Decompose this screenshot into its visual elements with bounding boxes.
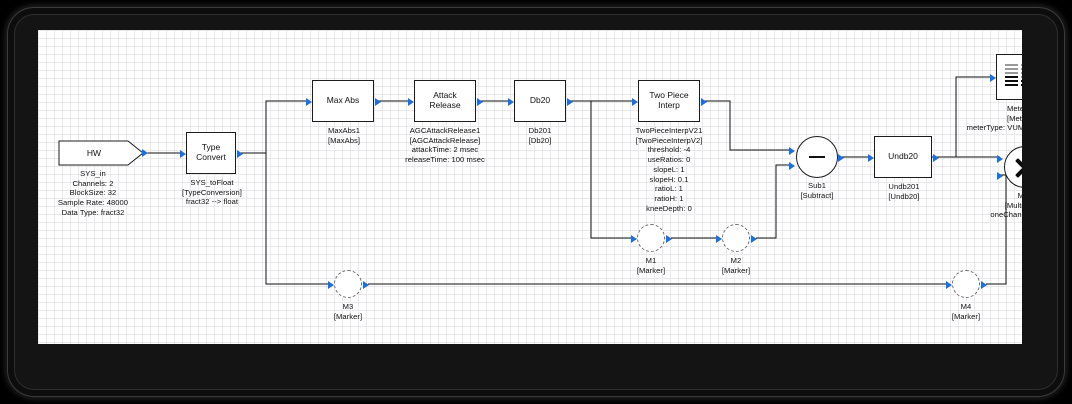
block-marker-m4[interactable] [946,270,987,298]
block-undb20-caption: Undb201 [Undb20] [888,182,920,201]
marker-m3-input-port[interactable] [328,281,334,289]
block-db20-caption: Db201 [Db20] [528,126,552,145]
minus-icon [809,156,825,158]
multiplier-input-port-2[interactable] [997,172,1003,180]
block-meter-caption: Meter1 [Meter] meterType: VUMeterBlock [… [966,104,1022,133]
wire-branch-m1 [590,101,631,239]
multiply-x-icon [1013,155,1022,179]
marker-m2-output-port[interactable] [751,235,757,243]
block-multiplier-caption: Mult1 [MultiplierV2] oneChannelOutput: 0 [990,191,1022,220]
marker-m3-output-port[interactable] [363,281,369,289]
vu-meter-icon [1004,64,1022,90]
wire-m4-mult [986,174,1007,285]
db20-output-port[interactable] [567,98,573,106]
wire-layer [143,76,1007,285]
block-marker-m1-caption: M1 [Marker] [636,256,666,275]
db20-input-port[interactable] [508,98,514,106]
block-hw-in[interactable]: HW [58,140,148,166]
wire-branch-m3 [265,153,328,285]
two-piece-interp-input-port[interactable] [632,98,638,106]
block-undb20-label: Undb20 [888,151,918,162]
multiplier-input-port-1[interactable] [997,155,1003,163]
block-type-convert-in-caption: SYS_toFloat [TypeConversion] fract32 -->… [182,178,242,207]
marker-m4-input-port[interactable] [946,281,952,289]
block-marker-m3[interactable] [328,270,369,298]
diagram-canvas[interactable]: HW SYS_in Channels: 2 BlockSize: 32 Samp… [38,30,1022,344]
block-type-convert-in-label: Type Convert [196,142,226,162]
block-marker-m2-caption: M2 [Marker] [721,256,751,275]
block-two-piece-interp-caption: TwoPieceInterpV21 [TwoPieceInterpV2] thr… [635,126,703,213]
block-attack-release[interactable]: Attack Release [408,80,483,122]
block-max-abs-caption: MaxAbs1 [MaxAbs] [327,126,361,145]
block-marker-m4-caption: M4 [Marker] [951,302,981,321]
attack-release-output-port[interactable] [477,98,483,106]
undb20-input-port[interactable] [868,154,874,162]
type-convert-in-input-port[interactable] [180,150,186,158]
marker-m1-input-port[interactable] [631,235,637,243]
block-attack-release-label: Attack Release [429,90,461,110]
subtract-output-port[interactable] [838,154,844,162]
marker-m2-input-port[interactable] [716,235,722,243]
subtract-input-port-1[interactable] [789,147,795,155]
block-undb20[interactable]: Undb20 [868,136,939,178]
wire-twopiece-sub [702,100,793,151]
wire-branch-maxabs [265,100,306,153]
two-piece-interp-output-port[interactable] [701,98,707,106]
block-db20-label: Db20 [529,95,551,106]
block-meter[interactable] [990,54,1022,100]
max-abs-output-port[interactable] [375,98,381,106]
undb20-output-port[interactable] [933,154,939,162]
block-marker-m2[interactable] [716,224,757,252]
block-two-piece-interp-label: Two Piece Interp [649,90,689,110]
wire-branch-meter [955,76,991,157]
block-db20[interactable]: Db20 [508,80,573,122]
meter-input-port[interactable] [990,74,996,82]
type-convert-in-output-port[interactable] [237,150,243,158]
block-marker-m1[interactable] [631,224,672,252]
block-hw-in-caption: SYS_in Channels: 2 BlockSize: 32 Sample … [57,169,129,217]
marker-m1-output-port[interactable] [666,235,672,243]
block-max-abs[interactable]: Max Abs [306,80,381,122]
wire-m2-sub [756,164,793,239]
hw-in-output-port[interactable] [142,149,148,157]
block-type-convert-in[interactable]: Type Convert [180,132,243,174]
block-subtract[interactable] [789,136,844,178]
max-abs-input-port[interactable] [306,98,312,106]
marker-m4-output-port[interactable] [981,281,987,289]
subtract-input-port-2[interactable] [789,162,795,170]
attack-release-input-port[interactable] [408,98,414,106]
hw-in-shape [58,140,144,166]
block-max-abs-label: Max Abs [326,95,360,106]
block-subtract-caption: Sub1 [Subtract] [800,181,834,200]
block-attack-release-caption: AGCAttackRelease1 [AGCAttackRelease] att… [405,126,485,165]
block-marker-m3-caption: M3 [Marker] [333,302,363,321]
block-two-piece-interp[interactable]: Two Piece Interp [632,80,707,122]
block-hw-in-label: HW [86,148,102,158]
